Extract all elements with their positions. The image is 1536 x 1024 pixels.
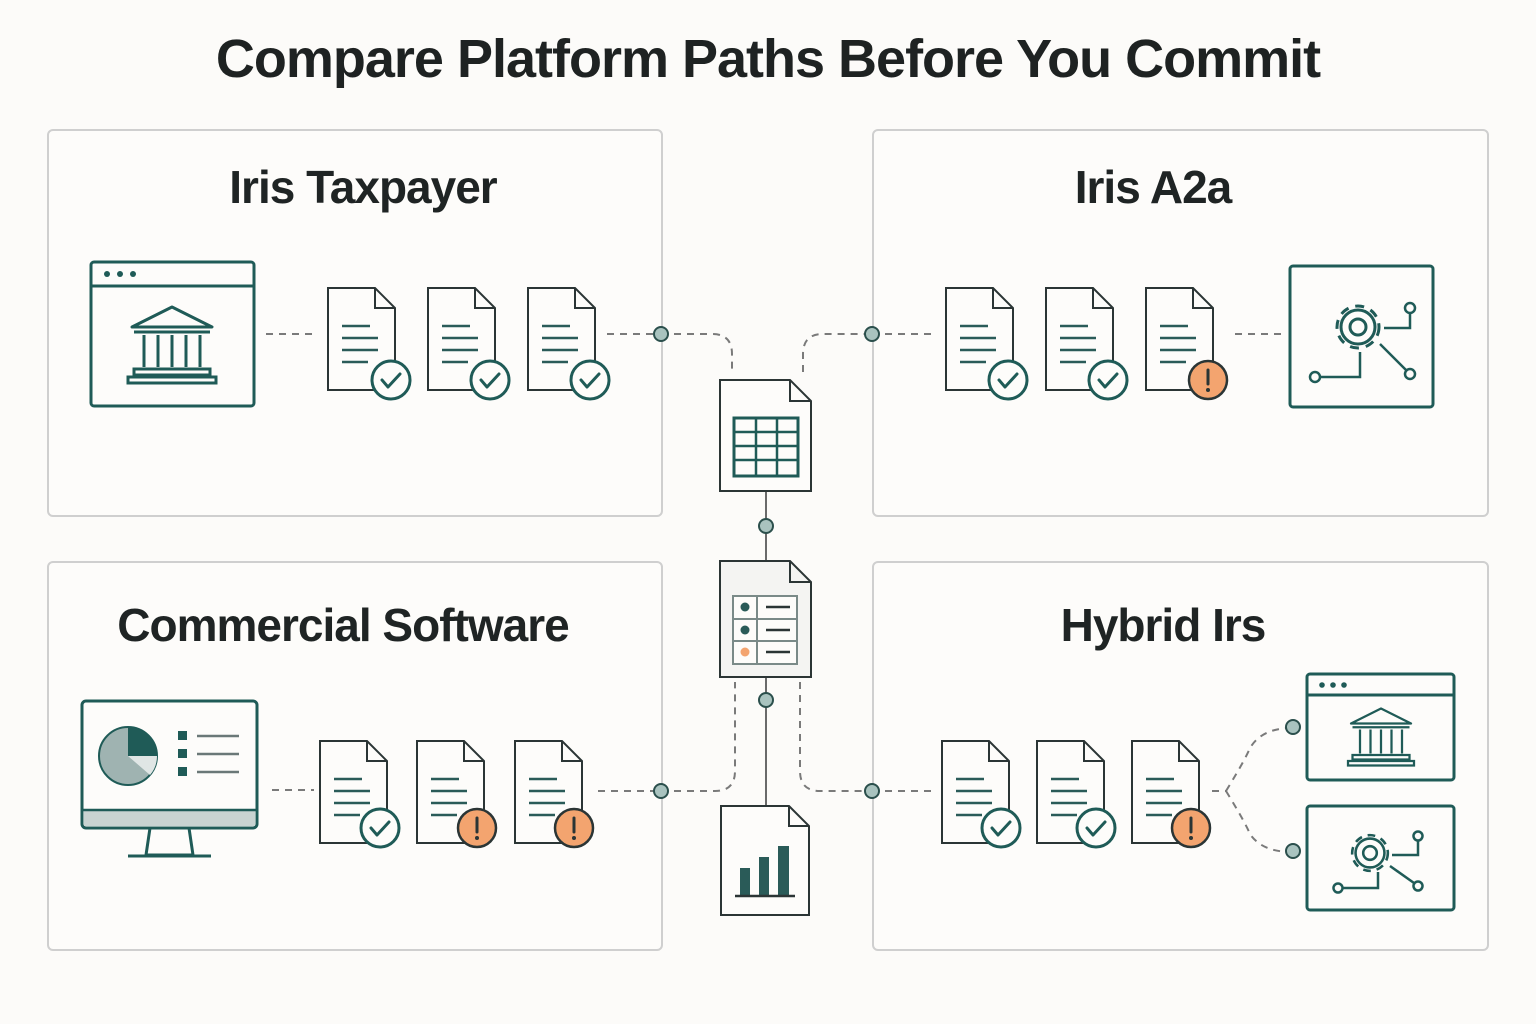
- gear-network-icon: [1288, 264, 1435, 409]
- doc-iris-a2a-3: [1144, 286, 1229, 401]
- connector-dot: [1285, 843, 1301, 859]
- doc-hybrid-irs-3: [1130, 739, 1212, 849]
- panel-title-iris-a2a: Iris A2a: [1074, 161, 1233, 213]
- connector-dot: [653, 783, 669, 799]
- connector-dot: [758, 692, 774, 708]
- doc-iris-taxpayer-3: [526, 286, 611, 401]
- connector-dot: [1285, 719, 1301, 735]
- panel-title-commercial-software: Commercial Software: [117, 599, 569, 651]
- doc-iris-a2a-1: [944, 286, 1029, 401]
- doc-commercial-software-3: [513, 739, 595, 849]
- spreadsheet-doc-icon: [719, 379, 812, 492]
- browser-bank-icon: [89, 260, 256, 408]
- doc-iris-a2a-2: [1044, 286, 1129, 401]
- doc-iris-taxpayer-1: [326, 286, 412, 401]
- doc-hybrid-irs-2: [1035, 739, 1117, 849]
- connector-dot: [758, 518, 774, 534]
- browser-bank-icon: [1305, 672, 1456, 782]
- panel-title-iris-taxpayer: Iris Taxpayer: [229, 161, 497, 213]
- doc-iris-taxpayer-2: [426, 286, 511, 401]
- gear-network-icon: [1305, 804, 1456, 912]
- connector-dots: [653, 326, 1301, 859]
- doc-commercial-software-2: [415, 739, 498, 849]
- doc-commercial-software-1: [318, 739, 401, 849]
- connector-lines: [266, 333, 1293, 853]
- connector-dot: [864, 326, 880, 342]
- checklist-doc-icon: [719, 560, 812, 678]
- connector-dot: [864, 783, 880, 799]
- page-title: Compare Platform Paths Before You Commit: [215, 29, 1321, 89]
- bar-chart-doc-icon: [720, 805, 810, 916]
- panel-title-hybrid-irs: Hybrid Irs: [1060, 599, 1267, 651]
- connector-dot: [653, 326, 669, 342]
- doc-hybrid-irs-1: [940, 739, 1022, 849]
- monitor-pie-chart-icon: [80, 699, 259, 858]
